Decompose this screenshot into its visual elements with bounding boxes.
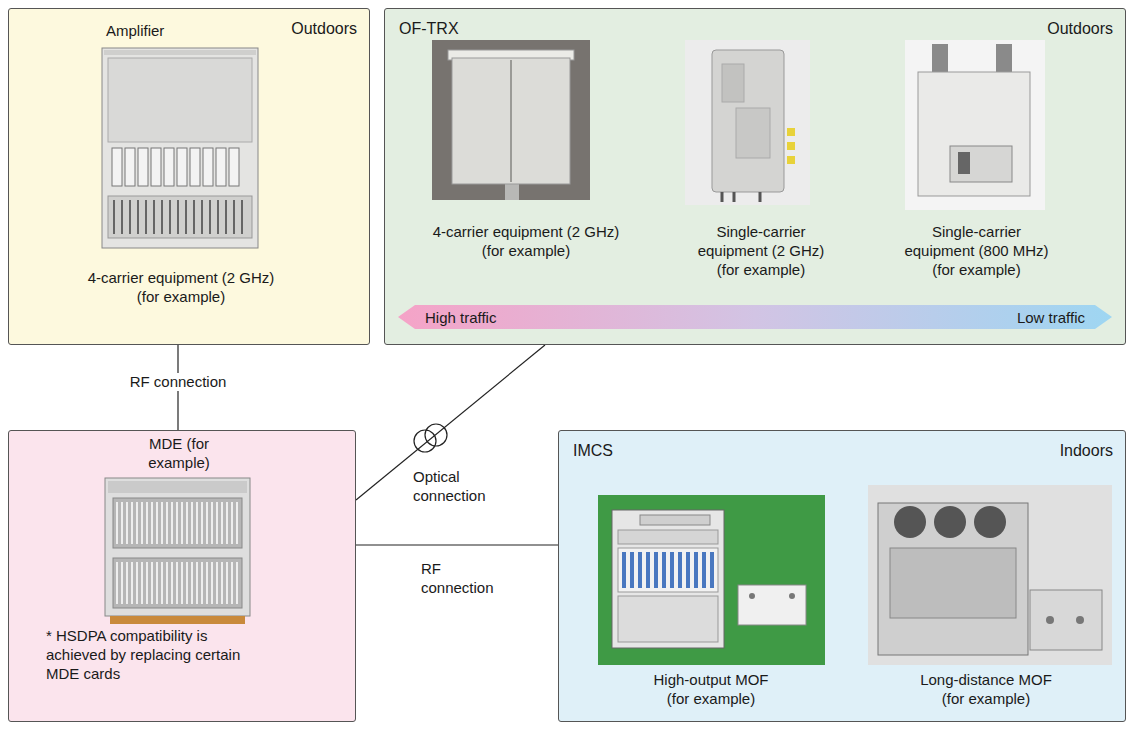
text-holder: Outdoors	[1047, 19, 1113, 39]
panel-heading: Amplifier	[106, 22, 164, 41]
text-holder: High traffic	[425, 309, 496, 328]
text-holder: Indoors	[1060, 441, 1113, 461]
equipment-caption: Long-distance MOF (for example)	[911, 671, 1061, 709]
panel-heading: OF-TRX	[399, 19, 459, 39]
of-trx-4-carrier-photo	[432, 40, 590, 200]
text-holder: Low traffic	[1017, 309, 1085, 328]
equipment-caption: Single-carrier equipment (800 MHz) (for …	[899, 223, 1054, 279]
text-holder: 4-carrier equipment (2 GHz) (for example…	[76, 269, 286, 307]
text-holder: * HSDPA compatibility is achieved by rep…	[46, 627, 241, 683]
text-holder: Single-carrier equipment (2 GHz) (for ex…	[691, 223, 831, 279]
rf-connection-line	[356, 544, 558, 545]
text-holder: Single-carrier equipment (800 MHz) (for …	[899, 223, 1054, 279]
equipment-caption: Single-carrier equipment (2 GHz) (for ex…	[691, 223, 831, 279]
equipment-caption: 4-carrier equipment (2 GHz) (for example…	[421, 223, 631, 261]
text-holder: Long-distance MOF (for example)	[911, 671, 1061, 709]
amplifier-photo	[102, 48, 258, 248]
connection-label: RF connection	[418, 560, 510, 598]
connection-label: Optical connection	[410, 468, 502, 506]
of-trx-single-2ghz-photo	[685, 40, 810, 205]
text-holder: MDE (for example)	[124, 435, 234, 473]
text-holder: IMCS	[573, 441, 613, 461]
long-distance-mof-photo	[868, 485, 1112, 665]
footnote: * HSDPA compatibility is achieved by rep…	[46, 627, 241, 683]
traffic-label: Low traffic	[1017, 309, 1085, 328]
text-holder: Amplifier	[106, 22, 164, 41]
label-holder: RF connection	[127, 373, 230, 392]
panel-heading: IMCS	[573, 441, 613, 461]
location-label: Outdoors	[291, 19, 357, 39]
connection-label: RF connection	[127, 373, 230, 392]
mde-photo	[105, 478, 250, 624]
text-holder: Outdoors	[291, 19, 357, 39]
text-holder: OF-TRX	[399, 19, 459, 39]
location-label: Indoors	[1060, 441, 1113, 461]
traffic-label: High traffic	[425, 309, 496, 328]
equipment-caption: High-output MOF (for example)	[641, 671, 781, 709]
text-holder: High-output MOF (for example)	[641, 671, 781, 709]
label-holder: Optical connection	[410, 468, 502, 506]
optical-cable-coil	[414, 424, 447, 452]
equipment-caption: 4-carrier equipment (2 GHz) (for example…	[76, 269, 286, 307]
panel-heading: MDE (for example)	[124, 435, 234, 473]
of-trx-single-800mhz-photo	[905, 40, 1045, 210]
text-holder: 4-carrier equipment (2 GHz) (for example…	[421, 223, 631, 261]
label-holder: RF connection	[418, 560, 510, 598]
high-output-mof-photo	[598, 495, 825, 665]
traffic-gradient-arrow	[398, 305, 1112, 329]
location-label: Outdoors	[1047, 19, 1113, 39]
